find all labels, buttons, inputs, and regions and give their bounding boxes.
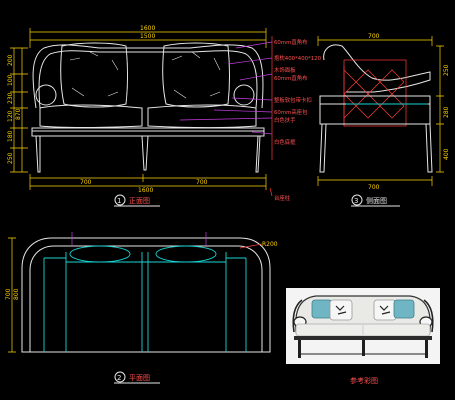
front-dim-top-1: 1600: [140, 25, 155, 32]
side-dim-right-1: 250: [443, 64, 450, 76]
front-dim-left-2: 100: [7, 74, 14, 86]
front-seat-cushion-left: [39, 104, 143, 128]
front-bolster-left: [35, 84, 57, 106]
plan-view-title: 平面图: [129, 374, 150, 382]
front-view-drawing: [10, 28, 273, 207]
front-bolster-right: [233, 84, 255, 106]
front-dim-left-total: 870: [15, 108, 22, 120]
plan-view-index: 2: [117, 374, 121, 382]
front-note-9: 台座柱: [274, 194, 291, 202]
front-view-index: 1: [117, 197, 121, 205]
front-note-7: 白色扶手: [274, 116, 296, 124]
front-note-4: 60mm直角布: [274, 74, 308, 82]
plan-view-drawing: [8, 232, 271, 384]
front-dim-bottom-1: 700: [80, 179, 92, 186]
front-pillow-right: [162, 42, 230, 108]
plan-pillow-left: [69, 245, 131, 263]
reference-caption: 参考彩图: [350, 376, 378, 385]
front-dim-bottom-3: 700: [196, 179, 208, 186]
side-dim-right-2: 280: [443, 106, 450, 118]
side-dim-right-3: 400: [443, 148, 450, 160]
front-dim-left-1: 200: [7, 54, 14, 66]
front-note-3: 木饰面板: [274, 66, 296, 74]
side-view-index: 3: [354, 197, 358, 205]
side-dim-top: 700: [368, 33, 380, 40]
front-note-1: 60mm直角布: [274, 38, 308, 46]
front-seat-cushion-right: [147, 104, 257, 128]
reference-photo: [286, 288, 440, 364]
front-note-8: 白色底框: [274, 138, 296, 146]
plan-dim-left-1: 700: [5, 288, 12, 300]
ref-pillow-teal-left: [311, 299, 333, 319]
front-dim-left-3: 230: [7, 92, 14, 104]
ref-pillow-teal-right: [393, 299, 415, 319]
front-dim-left-5: 180: [7, 130, 14, 142]
front-dim-left-4: 120: [7, 110, 14, 122]
plan-dim-corner: R200: [262, 241, 278, 248]
front-dim-bottom-2: 1600: [138, 187, 153, 194]
plan-pillow-right: [155, 245, 217, 263]
front-view-title: 正面图: [129, 197, 150, 205]
side-view-drawing: [317, 36, 444, 207]
front-dim-top-2: 1500: [140, 33, 155, 40]
side-dim-bottom: 700: [368, 184, 380, 191]
reference-sofa-illustration: [286, 288, 440, 364]
front-pillow-left: [60, 42, 128, 108]
front-note-6: 60mm高座包: [274, 108, 308, 116]
side-view-title: 侧面图: [366, 196, 387, 205]
front-dim-left-6: 250: [7, 152, 14, 164]
front-note-2: 抱枕400*400*120: [274, 54, 322, 62]
plan-dim-left-2: 800: [13, 288, 20, 300]
front-note-5: 整板软包带卡扣: [274, 96, 312, 104]
